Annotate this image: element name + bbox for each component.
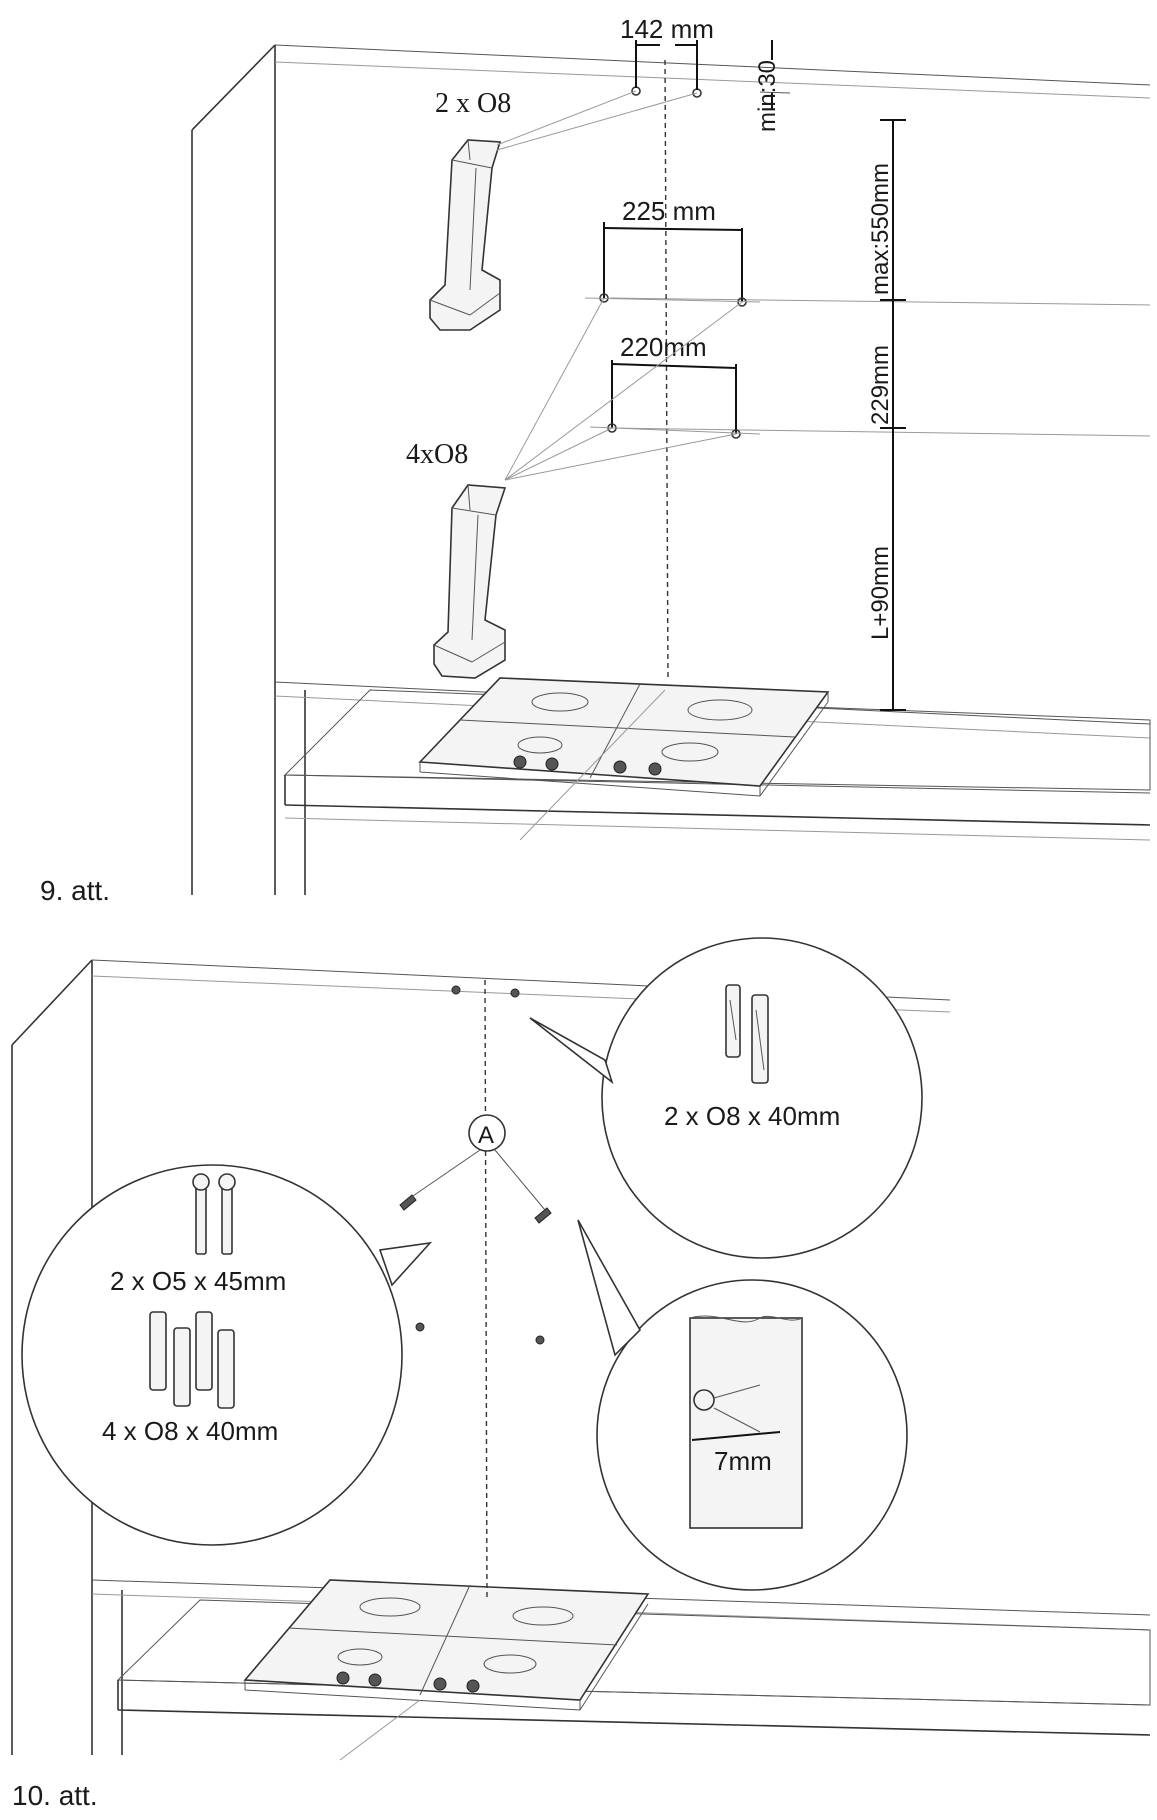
dim-top-spacing: 142 mm (620, 14, 714, 44)
dim-low-spacing: 220mm (620, 332, 707, 362)
dim-max-height: max:550mm (867, 163, 894, 295)
dim-gap: 229mm (867, 345, 894, 425)
callout-left-anchors: 4 x O8 x 40mm (102, 1416, 278, 1446)
figure-9: 142 mm min:30 max:550mm 225 mm (40, 14, 1151, 906)
center-line (664, 59, 669, 681)
callout-top-right (529, 937, 923, 1259)
callout-top-right-label: 2 x O8 x 40mm (664, 1101, 840, 1131)
callout-left (21, 1164, 433, 1546)
caption-figure-10: 10. att. (12, 1780, 98, 1811)
low-holes (589, 360, 761, 439)
wall-holes (399, 985, 552, 1345)
worktop-2 (116, 1599, 1151, 1736)
mid-holes (584, 222, 761, 307)
marker-a-label: A (478, 1122, 494, 1149)
callout-bottom-right (577, 1219, 908, 1591)
top-bracket-holes (631, 40, 702, 98)
lower-wall-bracket (433, 297, 743, 679)
bottom-height-dim (880, 428, 906, 711)
hob-2 (243, 1579, 650, 1761)
dim-min-offset: min:30 (754, 60, 781, 132)
callout-bottom-right-label: 7mm (714, 1446, 772, 1476)
callout-left-screws: 2 x O5 x 45mm (110, 1266, 286, 1296)
top-wall-bracket (429, 90, 698, 331)
dim-mid-spacing: 225 mm (622, 196, 716, 226)
figure-10: A 2 x O8 x 40mm 2 x O5 x 45mm 4 x O8 x 4… (11, 937, 1151, 1811)
caption-figure-9: 9. att. (40, 875, 110, 906)
center-line-2 (484, 979, 488, 1601)
min-offset-dim (759, 40, 791, 110)
label-lower-bolts: 4xO8 (406, 439, 468, 470)
label-top-bolts: 2 x O8 (435, 88, 511, 119)
hob (418, 677, 830, 841)
marker-a (409, 1114, 546, 1211)
dim-bottom-height: L+90mm (867, 546, 894, 640)
worktop (283, 689, 1151, 841)
